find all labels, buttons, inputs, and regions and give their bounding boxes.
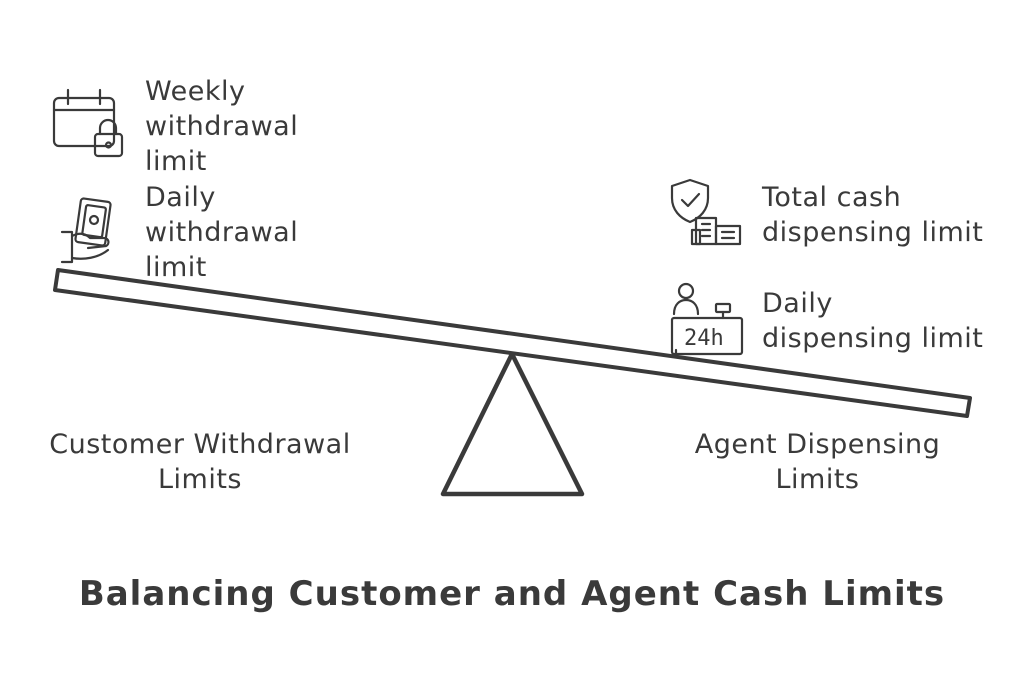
total-line-1: Total cash [762,182,902,213]
daily-dispensing-limit-label: Daily dispensing limit [762,286,1012,356]
total-line-2: dispensing limit [762,217,984,248]
agent-group-line-2: Limits [775,464,860,495]
seesaw-plank [53,268,972,418]
customer-withdrawal-limits-label: Customer Withdrawal Limits [30,427,370,497]
weekly-line-2: withdrawal [145,111,299,142]
agent-24h-icon [670,282,744,356]
calendar-lock-icon [52,88,124,158]
agent-group-line-1: Agent Dispensing [694,429,941,460]
weekly-line-3: limit [145,146,207,177]
weekly-withdrawal-limit-label: Weekly withdrawal limit [145,74,345,179]
24h-badge: 24h [684,326,724,351]
agent-dispensing-limits-label: Agent Dispensing Limits [680,427,955,497]
daily-withdrawal-limit-label: Daily withdrawal limit [145,180,345,285]
daily-withdrawal-line-2: withdrawal [145,217,299,248]
total-cash-dispensing-limit-label: Total cash dispensing limit [762,180,1012,250]
fulcrum-triangle [440,351,585,497]
daily-withdrawal-line-1: Daily [145,182,216,213]
daily-dispensing-line-2: dispensing limit [762,323,984,354]
diagram-title: Balancing Customer and Agent Cash Limits [78,574,946,614]
hand-cash-icon [60,197,112,264]
daily-withdrawal-line-3: limit [145,252,207,283]
daily-dispensing-line-1: Daily [762,288,833,319]
shield-bank-icon [670,178,742,246]
weekly-line-1: Weekly [145,76,246,107]
customer-group-line-2: Limits [158,464,242,495]
customer-group-line-1: Customer Withdrawal [49,429,351,460]
